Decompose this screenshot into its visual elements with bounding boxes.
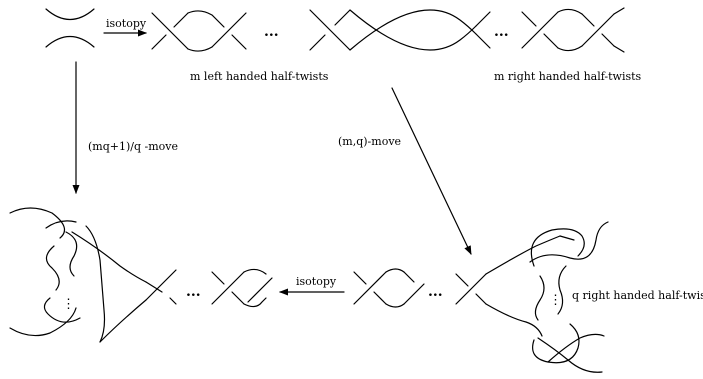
m-q-move-label: (m,q)-move xyxy=(338,135,401,148)
result-tangle-right: ... ⋮ q right handed half-twists xyxy=(353,221,703,373)
right-half-twists: ... xyxy=(475,7,625,53)
mq-move-label: (mq+1)/q -move xyxy=(88,140,178,153)
m-q-move-arrow: (m,q)-move xyxy=(338,87,472,255)
mq-move-arrow: (mq+1)/q -move xyxy=(72,61,178,194)
vertical-dots-left: ⋮ xyxy=(62,297,75,312)
vertical-dots-right: ⋮ xyxy=(549,293,562,308)
isotopy-arrow-bottom: isotopy xyxy=(279,275,345,296)
isotopy-label-bottom: isotopy xyxy=(296,275,337,288)
ellipsis-bottom-right: ... xyxy=(428,284,443,300)
isotopy-label-top: isotopy xyxy=(106,17,147,30)
central-lens xyxy=(349,9,477,51)
ellipsis-right: ... xyxy=(494,24,509,40)
right-twists-label: m right handed half-twists xyxy=(494,70,642,83)
ellipsis-left: ... xyxy=(264,24,279,40)
result-tangle-left: ⋮ ... xyxy=(9,207,273,343)
ellipsis-bottom-left: ... xyxy=(186,284,201,300)
left-twists-label: m left handed half-twists xyxy=(190,70,329,83)
isotopy-arrow-top: isotopy xyxy=(103,17,147,37)
initial-tangle xyxy=(45,8,95,48)
q-twists-label: q right handed half-twists xyxy=(572,289,703,302)
left-half-twists: ... xyxy=(151,9,351,52)
